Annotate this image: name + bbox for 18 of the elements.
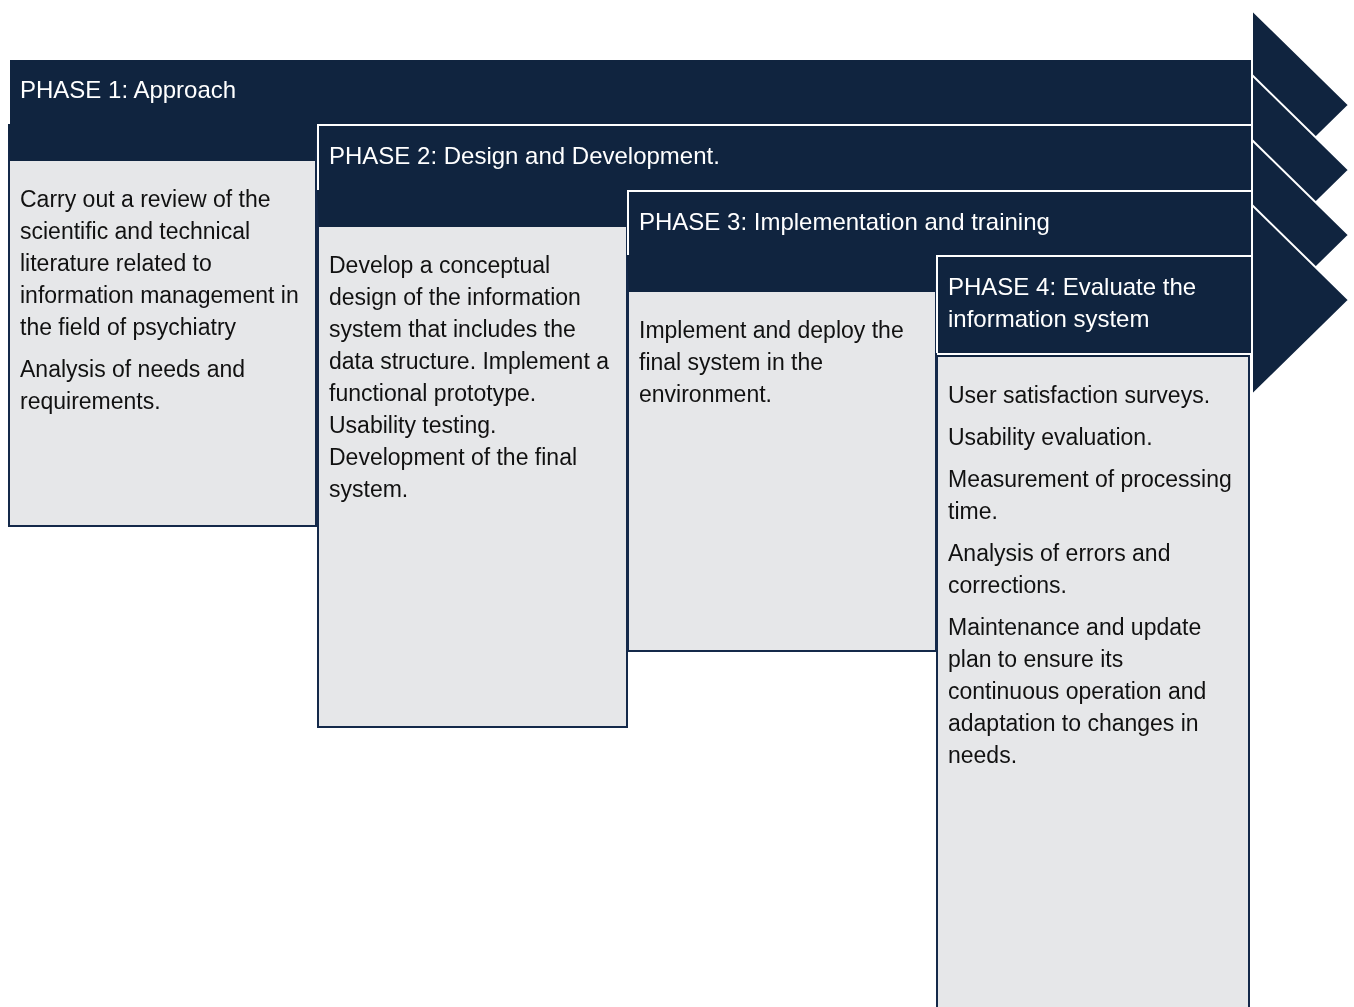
phase-band <box>936 255 1252 353</box>
phase-title: PHASE 2: Design and Development. <box>329 141 720 171</box>
box-text: Carry out a review of the scientific and technical literature related to information management in the field of psychiatry <box>20 185 300 342</box>
box-text: Develop a conceptual design of the information system that includes the data structure. Implement a functional prototype. Usability testing. Development of the final system. <box>329 251 610 504</box>
box-text: User satisfaction surveys. <box>948 381 1212 410</box>
box-text: Implement and deploy the final system in the environment. <box>639 316 905 409</box>
content-box <box>936 355 1250 1007</box>
phase-title: PHASE 1: Approach <box>20 75 237 105</box>
phase-title: PHASE 3: Implementation and training <box>639 207 1050 237</box>
box-text: Analysis of needs and requirements. <box>20 355 247 416</box>
content-box <box>627 255 937 652</box>
box-text: Usability evaluation. <box>948 423 1154 452</box>
content-box <box>8 124 317 527</box>
box-text: Measurement of processing time. <box>948 465 1233 526</box>
box-text: Analysis of errors and corrections. <box>948 539 1172 600</box>
content-box <box>317 190 628 728</box>
box-text: Maintenance and update plan to ensure its continuous operation and adaptation to changes in needs. <box>948 613 1208 770</box>
phase-title: PHASE 4: Evaluate the information system <box>948 272 1198 334</box>
